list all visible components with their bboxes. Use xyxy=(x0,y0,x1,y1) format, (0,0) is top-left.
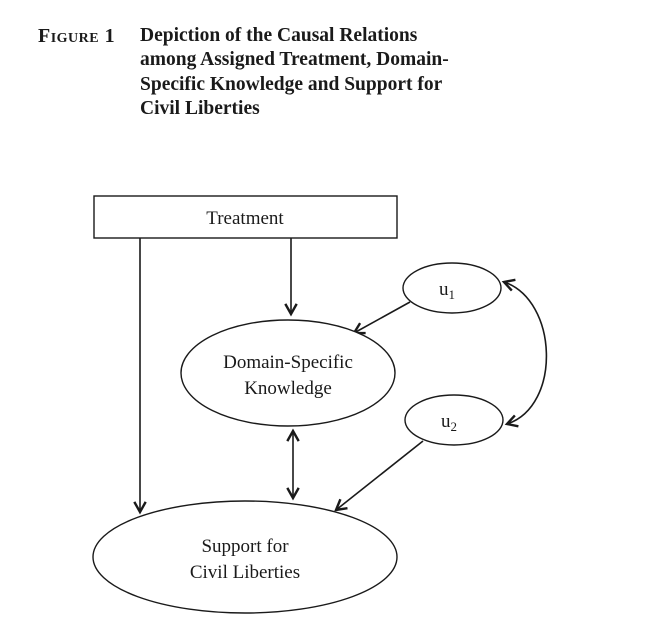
u2-ellipse xyxy=(404,394,504,446)
figure-label: Figure 1 xyxy=(38,25,116,47)
treatment-box xyxy=(93,195,398,239)
support-ellipse xyxy=(92,500,398,614)
figure-title-line-4: Civil Liberties xyxy=(140,98,260,120)
u1-ellipse xyxy=(402,262,502,314)
node-domain-specific-knowledge: Domain-Specific Knowledge xyxy=(180,319,396,427)
figure-title-line-1: Depiction of the Causal Relations xyxy=(140,25,418,46)
support-label-line-1: Support for xyxy=(201,536,289,557)
node-treatment: Treatment xyxy=(93,195,398,239)
node-support-civil-liberties: Support for Civil Liberties xyxy=(92,500,398,614)
knowledge-label-line-2: Knowledge xyxy=(244,378,332,399)
figure-header: Figure 1 Depiction of the Causal Relatio… xyxy=(38,24,598,122)
edge-u1-u2-bidirected-curve xyxy=(501,278,548,428)
u1-label: u1 xyxy=(439,279,455,302)
edge-u2-to-support xyxy=(334,440,424,512)
figure-title-line-3: Specific Knowledge and Support for xyxy=(140,73,443,95)
u2-subscript: 2 xyxy=(451,419,458,434)
figure-title: Depiction of the Causal Relations among … xyxy=(140,24,449,122)
knowledge-label-line-1: Domain-Specific xyxy=(223,352,353,373)
node-u1: u1 xyxy=(402,262,502,314)
treatment-label: Treatment xyxy=(206,208,284,229)
figure-title-line-2: among Assigned Treatment, Domain- xyxy=(140,49,449,71)
edge-u1-to-knowledge xyxy=(351,301,411,335)
support-label-line-2: Civil Liberties xyxy=(190,562,300,583)
u2-base: u xyxy=(441,411,451,432)
knowledge-ellipse xyxy=(180,319,396,427)
node-u2: u2 xyxy=(404,394,504,446)
u1-subscript: 1 xyxy=(449,287,456,302)
u1-base: u xyxy=(439,279,449,300)
u2-label: u2 xyxy=(441,411,457,434)
